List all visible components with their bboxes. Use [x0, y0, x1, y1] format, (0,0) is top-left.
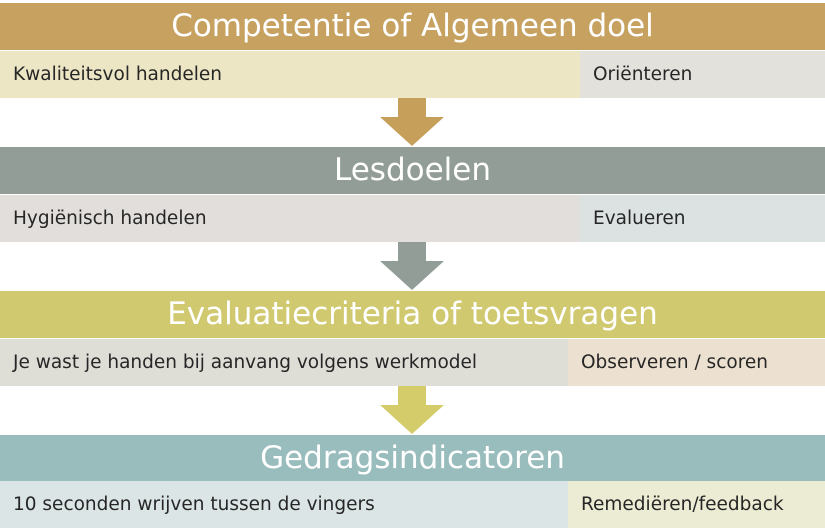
down-arrow-icon	[380, 98, 444, 146]
cell-competentie-right: Oriënteren	[580, 51, 825, 98]
header-gedragsindicatoren: Gedragsindicatoren	[0, 435, 825, 482]
row-lesdoelen: Hygiënisch handelen Evalueren	[0, 195, 825, 242]
cell-competentie-left: Kwaliteitsvol handelen	[0, 51, 580, 98]
header-competentie: Competentie of Algemeen doel	[0, 3, 825, 50]
cell-gedragsindicatoren-left: 10 seconden wrijven tussen de vingers	[0, 481, 568, 528]
cell-evaluatiecriteria-right: Observeren / scoren	[568, 339, 825, 386]
down-arrow-icon	[380, 242, 444, 290]
header-lesdoelen: Lesdoelen	[0, 147, 825, 194]
header-evaluatiecriteria: Evaluatiecriteria of toetsvragen	[0, 291, 825, 338]
cell-gedragsindicatoren-right: Remediëren/feedback	[568, 481, 825, 528]
cell-lesdoelen-left: Hygiënisch handelen	[0, 195, 580, 242]
row-evaluatiecriteria: Je wast je handen bij aanvang volgens we…	[0, 339, 825, 386]
cell-evaluatiecriteria-left: Je wast je handen bij aanvang volgens we…	[0, 339, 568, 386]
cell-lesdoelen-right: Evalueren	[580, 195, 825, 242]
row-competentie: Kwaliteitsvol handelen Oriënteren	[0, 51, 825, 98]
row-gedragsindicatoren: 10 seconden wrijven tussen de vingers Re…	[0, 481, 825, 528]
down-arrow-icon	[380, 386, 444, 434]
